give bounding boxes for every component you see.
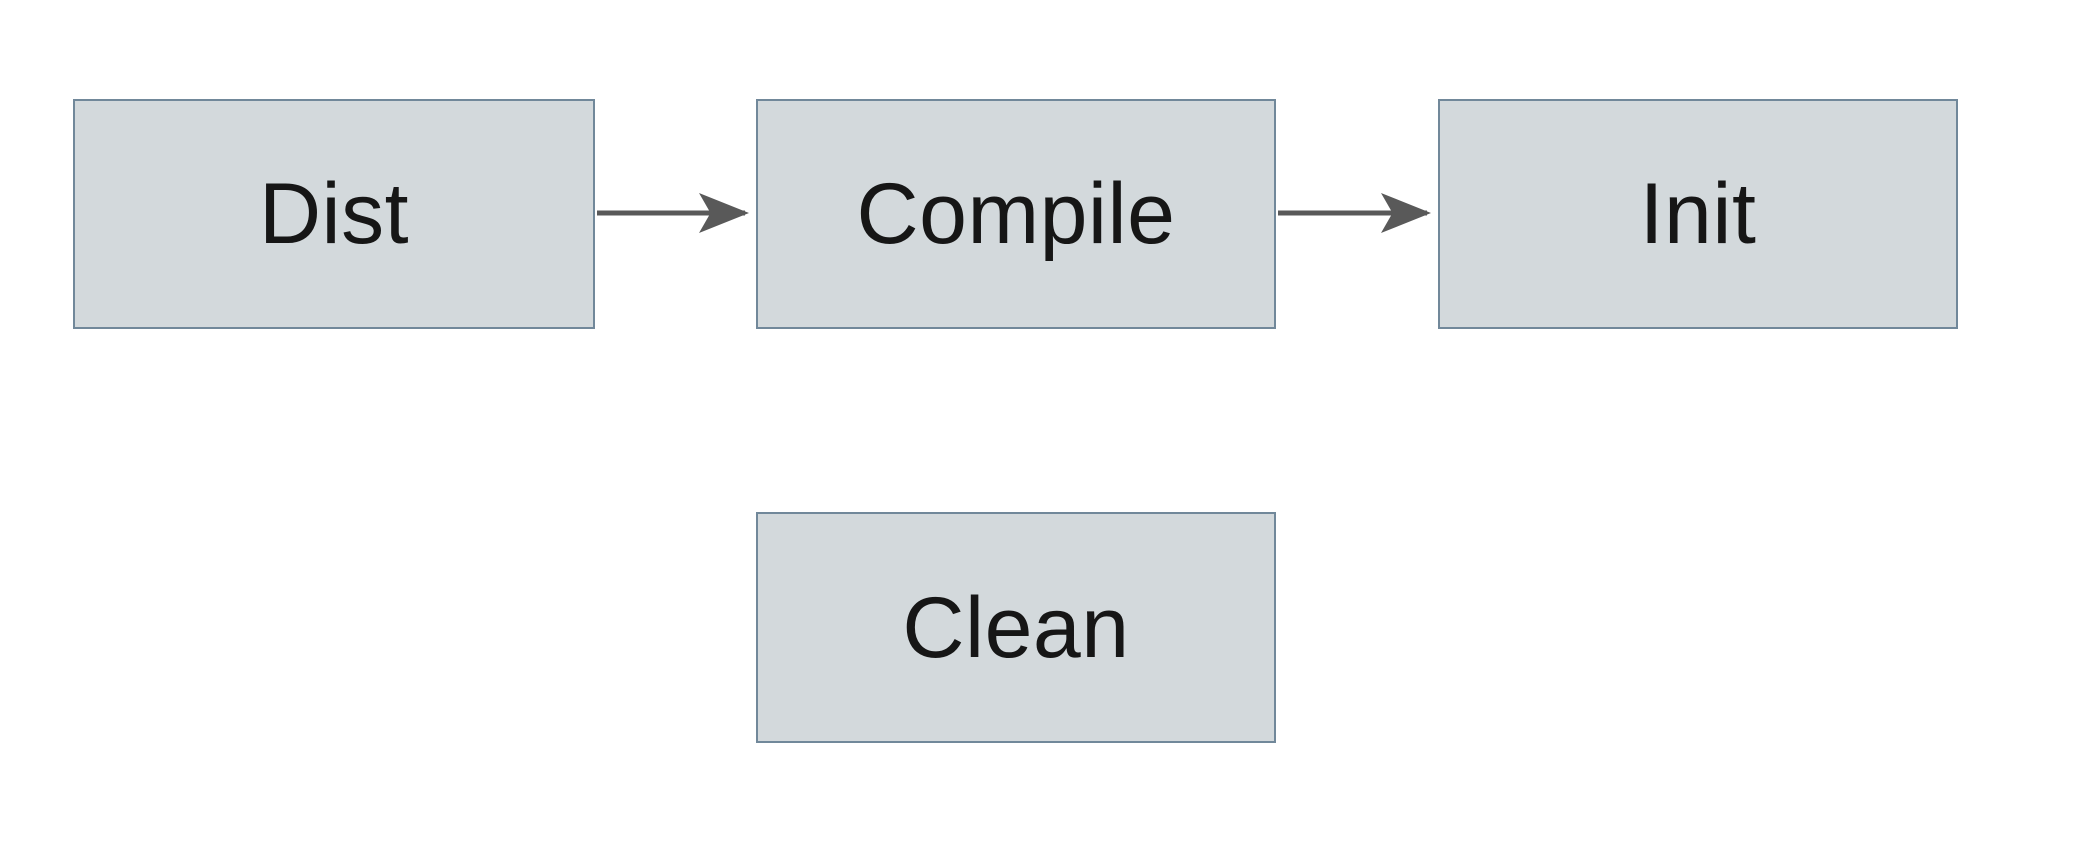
node-init-label: Init [1639,166,1757,262]
node-clean-label: Clean [902,579,1130,676]
node-clean[interactable]: Clean [756,512,1276,743]
node-compile[interactable]: Compile [756,99,1276,329]
node-init[interactable]: Init [1438,99,1958,329]
node-compile-label: Compile [856,166,1176,262]
node-dist[interactable]: Dist [73,99,595,329]
node-dist-label: Dist [258,166,410,262]
